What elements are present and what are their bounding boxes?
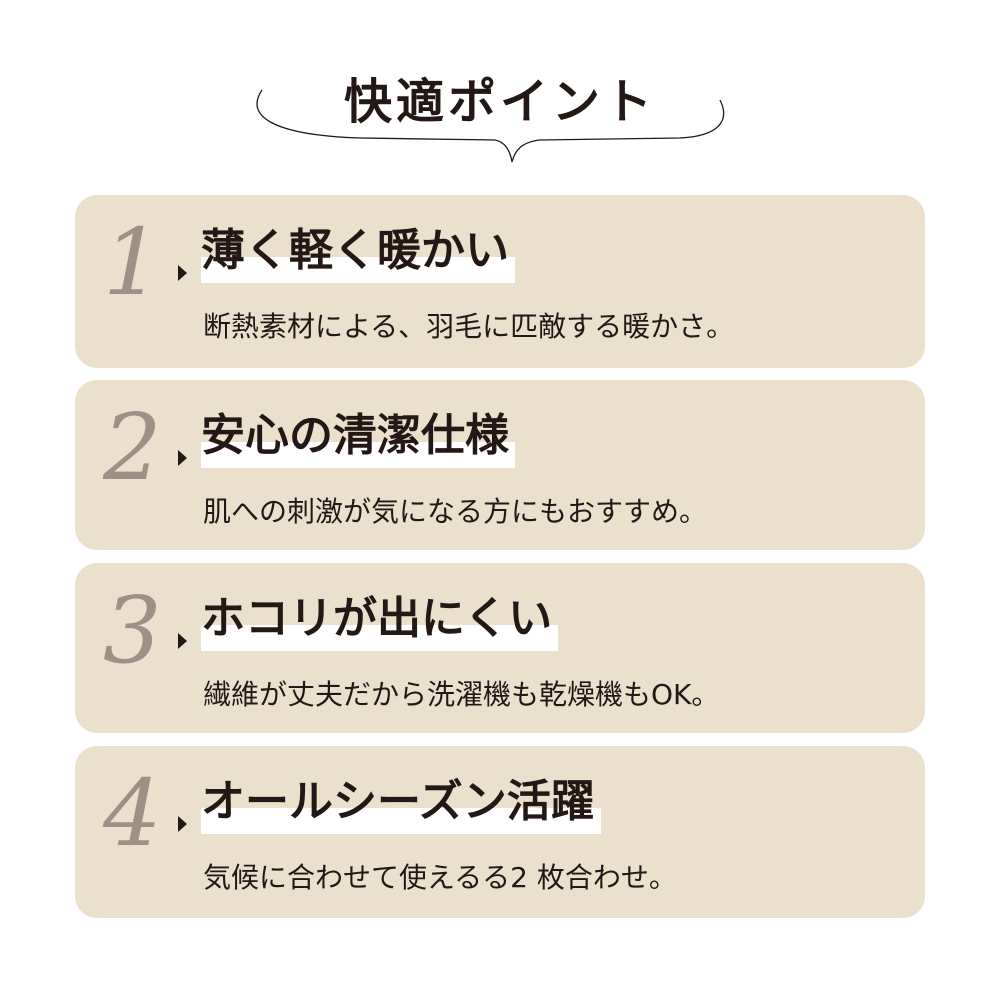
point-description: 気候に合わせて使えるる2 枚合わせ。 (203, 861, 677, 894)
heading-underline-swoosh (256, 89, 725, 163)
point-title: 薄く軽く暖かい (201, 225, 509, 276)
title-highlight (201, 625, 559, 651)
title-highlight (201, 257, 515, 283)
point-title: ホコリが出にくい (201, 593, 553, 644)
point-number: 4 (103, 760, 162, 867)
point-description: 肌への刺激が気になる方にもおすすめ。 (203, 495, 708, 528)
point-card-3: 3 ホコリが出にくい 繊維が丈夫だから洗濯機も乾燥機もOK。 (75, 563, 925, 733)
triangle-bullet-icon (178, 633, 187, 649)
page-heading: 快適ポイント (343, 74, 656, 130)
triangle-bullet-icon (178, 816, 187, 832)
point-card-1: 1 薄く軽く暖かい 断熱素材による、羽毛に匹敵する暖かさ。 (75, 195, 925, 368)
point-number: 2 (103, 394, 162, 501)
point-description: 繊維が丈夫だから洗濯機も乾燥機もOK。 (203, 678, 720, 711)
triangle-bullet-icon (178, 450, 187, 466)
title-highlight (201, 442, 515, 468)
point-description: 断熱素材による、羽毛に匹敵する暖かさ。 (203, 310, 735, 343)
point-number: 1 (103, 209, 162, 316)
point-card-2: 2 安心の清潔仕様 肌への刺激が気になる方にもおすすめ。 (75, 380, 925, 550)
triangle-bullet-icon (178, 265, 187, 281)
point-title: 安心の清潔仕様 (201, 410, 509, 461)
point-number: 3 (103, 577, 162, 684)
title-highlight (201, 808, 601, 834)
point-title: オールシーズン活躍 (201, 776, 595, 827)
point-card-4: 4 オールシーズン活躍 気候に合わせて使えるる2 枚合わせ。 (75, 746, 925, 918)
